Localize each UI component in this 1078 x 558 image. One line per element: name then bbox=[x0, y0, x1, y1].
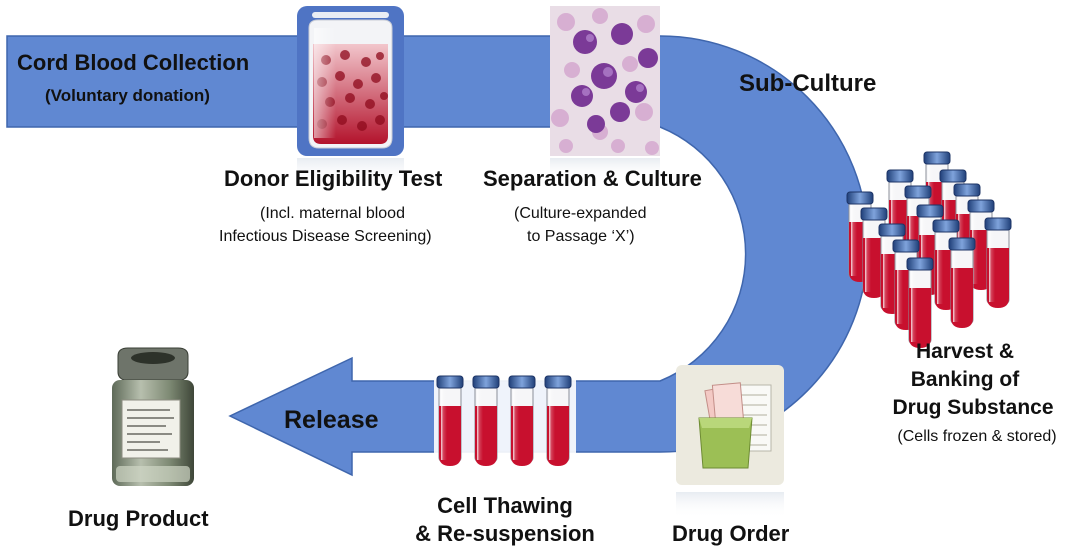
vial-icon bbox=[112, 347, 194, 486]
thawing-tubes-icon bbox=[434, 372, 576, 468]
separation-culture-line2: to Passage ‘X’) bbox=[527, 228, 635, 245]
separation-culture-line1: (Culture-expanded bbox=[514, 205, 647, 222]
separation-culture-title: Separation & Culture bbox=[483, 166, 702, 191]
donor-eligibility-title: Donor Eligibility Test bbox=[224, 166, 443, 191]
release-title: Release bbox=[284, 406, 379, 434]
harvest-line3: Drug Substance bbox=[892, 396, 1054, 419]
cell-thawing-line1: Cell Thawing bbox=[437, 493, 573, 518]
blood-bag-icon bbox=[297, 6, 404, 184]
test-tube-rack-icon bbox=[846, 151, 1012, 349]
sub-culture-title: Sub-Culture bbox=[739, 70, 877, 97]
harvest-line1: Harvest & bbox=[915, 340, 1015, 363]
cell-micrograph-icon bbox=[550, 6, 660, 180]
harvest-note: (Cells frozen & stored) bbox=[897, 428, 1057, 445]
donor-eligibility-line1: (Incl. maternal blood bbox=[260, 205, 405, 222]
harvest-line2: Banking of bbox=[910, 368, 1020, 391]
document-stack-icon bbox=[676, 365, 784, 518]
cell-thawing-line2: & Re-suspension bbox=[415, 521, 595, 546]
drug-product-title: Drug Product bbox=[68, 506, 209, 531]
cord-blood-collection-subtitle: (Voluntary donation) bbox=[45, 86, 210, 105]
cord-blood-collection-title: Cord Blood Collection bbox=[17, 50, 250, 75]
donor-eligibility-line2: Infectious Disease Screening) bbox=[219, 228, 432, 245]
drug-order-title: Drug Order bbox=[672, 521, 790, 546]
